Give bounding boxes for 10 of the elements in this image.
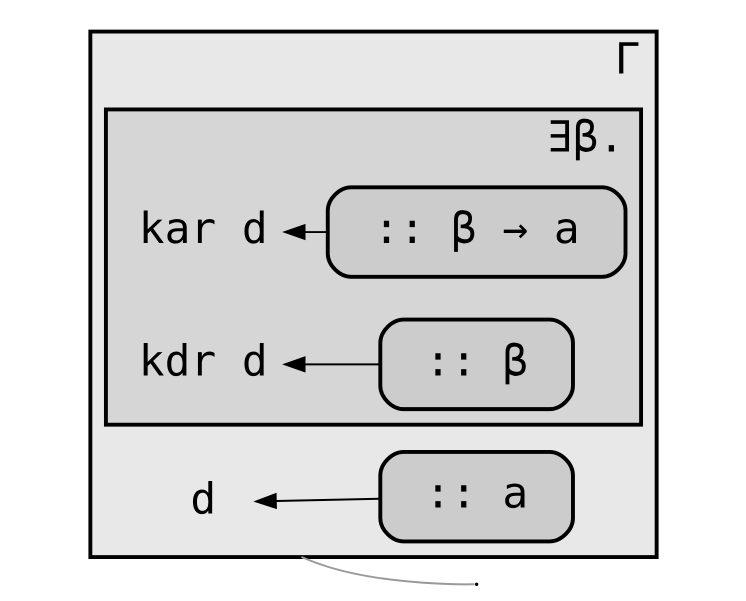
node-box: :: β → a (325, 185, 627, 279)
arrow (282, 356, 380, 373)
node-text: kar d (138, 204, 268, 254)
arrow (252, 492, 380, 510)
node-box: :: a (378, 450, 574, 544)
node-text: d (190, 474, 216, 524)
arrow (282, 224, 327, 240)
node-box: :: β (378, 318, 574, 412)
node-text: kdr d (138, 336, 268, 386)
connector (300, 556, 474, 586)
